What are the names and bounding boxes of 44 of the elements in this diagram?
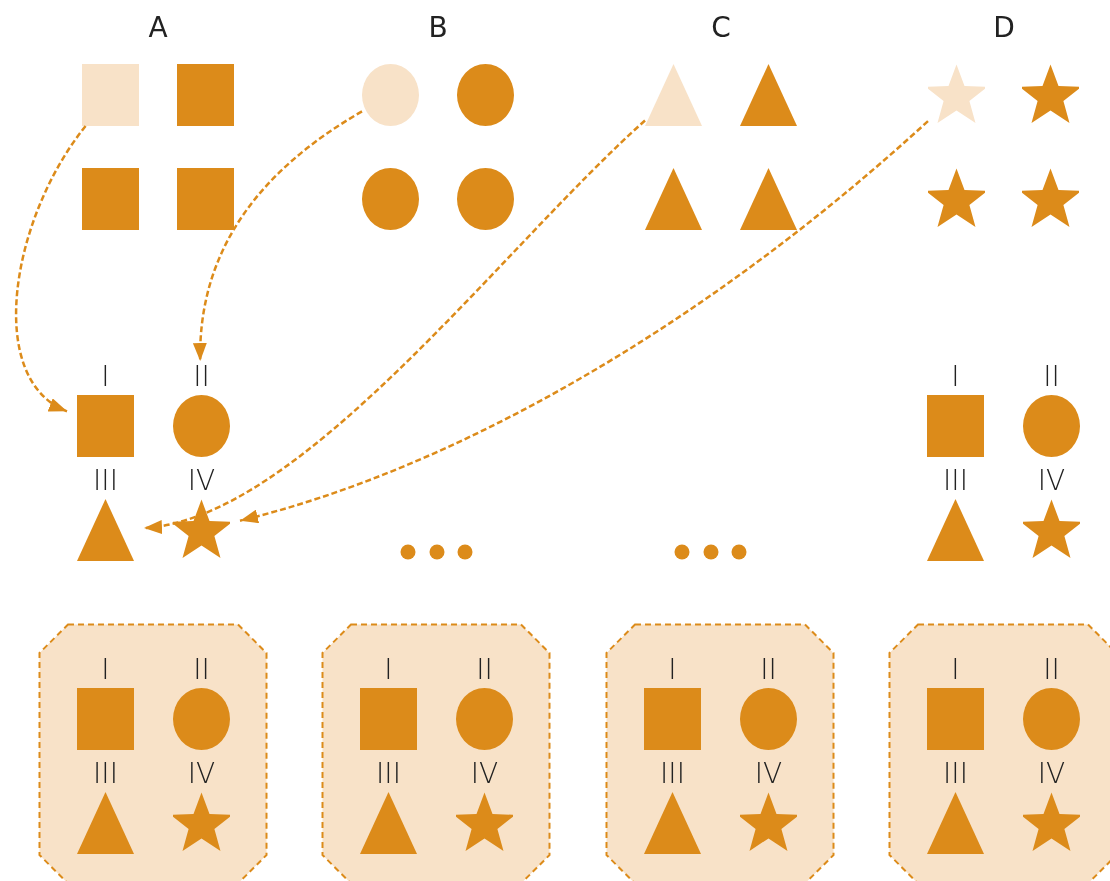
square-shape bbox=[82, 168, 139, 230]
roman-numeral-label: III bbox=[942, 758, 969, 792]
square-shape bbox=[177, 168, 234, 230]
roman-numeral-label: IV bbox=[186, 758, 217, 792]
roman-numeral-label: IV bbox=[1036, 465, 1067, 499]
roman-numeral-label: III bbox=[659, 758, 686, 792]
circle-shape bbox=[457, 168, 514, 230]
triangle-shape bbox=[645, 64, 702, 126]
roman-numeral-label: I bbox=[950, 361, 961, 395]
roman-numeral-label: III bbox=[92, 758, 119, 792]
roman-numeral-label: I bbox=[950, 654, 961, 688]
roman-numeral-label: IV bbox=[186, 465, 217, 499]
roman-numeral-label: II bbox=[1042, 361, 1061, 395]
triangle-shape bbox=[740, 64, 797, 126]
triangle-shape bbox=[740, 168, 797, 230]
square-shape bbox=[177, 64, 234, 126]
roman-numeral-label: II bbox=[475, 654, 494, 688]
square-shape bbox=[82, 64, 139, 126]
roman-numeral-label: IV bbox=[1036, 758, 1067, 792]
roman-numeral-label: II bbox=[759, 654, 778, 688]
column-heading: B bbox=[427, 12, 449, 44]
circle-shape bbox=[457, 64, 514, 126]
column-heading: D bbox=[992, 12, 1016, 44]
arrow bbox=[14, 125, 87, 413]
roman-numeral-label: III bbox=[92, 465, 119, 499]
roman-numeral-label: II bbox=[1042, 654, 1061, 688]
roman-numeral-label: I bbox=[667, 654, 678, 688]
roman-numeral-label: III bbox=[942, 465, 969, 499]
triangle-shape bbox=[645, 168, 702, 230]
roman-numeral-label: II bbox=[192, 361, 211, 395]
arrow bbox=[239, 120, 929, 523]
roman-numeral-label: I bbox=[383, 654, 394, 688]
arrow bbox=[193, 110, 363, 362]
circle-shape bbox=[362, 64, 419, 126]
roman-numeral-label: I bbox=[100, 361, 111, 395]
arrow bbox=[143, 119, 646, 532]
roman-numeral-label: IV bbox=[469, 758, 500, 792]
roman-numeral-label: II bbox=[192, 654, 211, 688]
circle-shape bbox=[362, 168, 419, 230]
column-heading: C bbox=[710, 12, 732, 44]
column-heading: A bbox=[147, 12, 169, 44]
roman-numeral-label: IV bbox=[753, 758, 784, 792]
roman-numeral-label: I bbox=[100, 654, 111, 688]
roman-numeral-label: III bbox=[375, 758, 402, 792]
